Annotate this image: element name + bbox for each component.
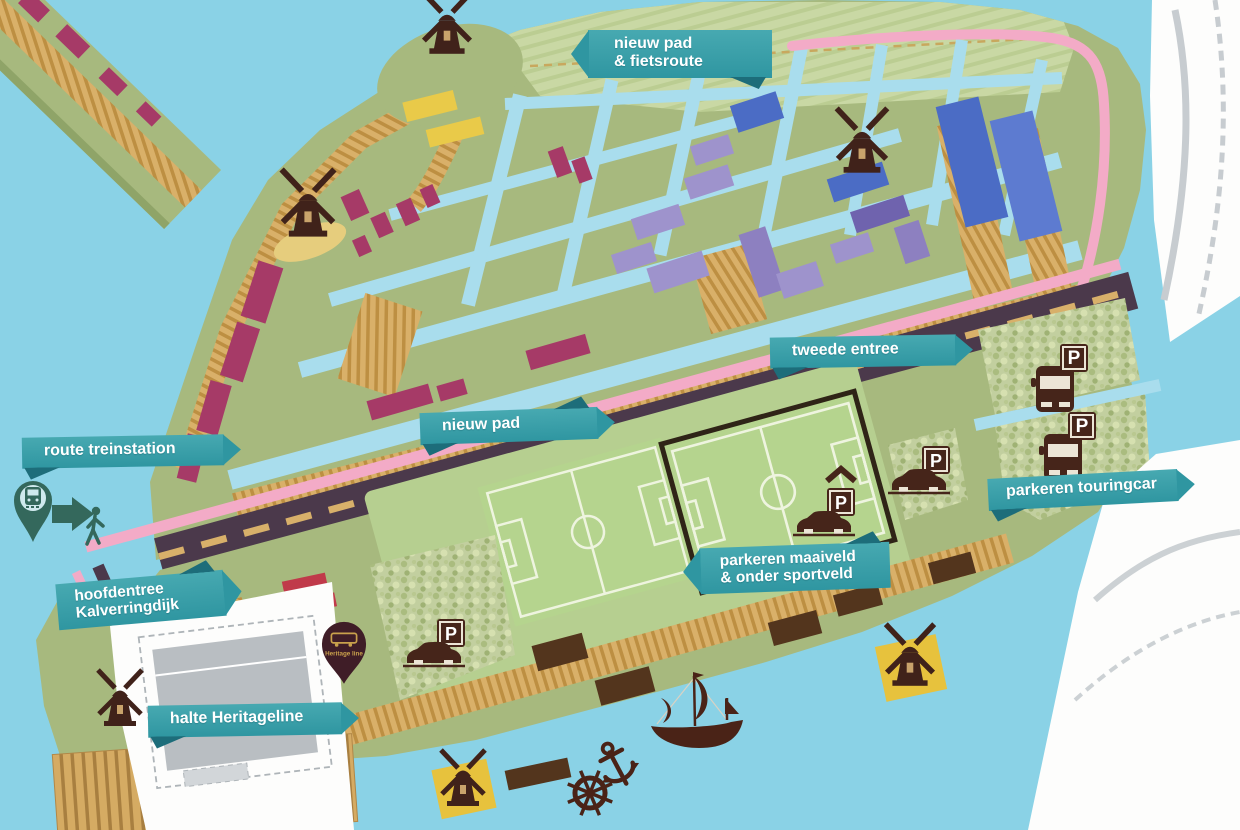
ships-wheel-icon — [567, 770, 613, 816]
windmill-islet — [377, 23, 523, 148]
train-route-marker — [14, 481, 105, 546]
arrow-right-icon — [52, 497, 94, 531]
banner-halte-heritageline: halte Heritageline — [147, 702, 343, 737]
quay-strip-topleft — [0, 0, 222, 229]
river-zaan — [536, 512, 1102, 830]
banner-nieuw-pad-fietsroute: nieuw pad & fietsroute — [571, 30, 772, 89]
banner-text: nieuw pad — [441, 414, 521, 435]
parking-letter: P — [930, 451, 942, 471]
windmill-yard — [273, 222, 347, 262]
anchor-icon — [598, 741, 640, 786]
banner-route-treinstation: route treinstation — [21, 434, 225, 469]
parking-letter: P — [445, 624, 457, 644]
banner-text: parkeren touringcar — [1005, 475, 1158, 501]
banner-text: route treinstation — [43, 440, 176, 460]
pier — [504, 757, 572, 791]
heritage-stop-pin: Heritage line — [321, 621, 367, 684]
banner-parkeren-maaiveld: parkeren maaiveld & onder sportveld — [699, 542, 891, 595]
sports-field-left — [477, 437, 699, 627]
parking-letter: P — [1076, 416, 1089, 437]
parking-letter: P — [835, 493, 847, 513]
banner-text: & fietsroute — [614, 52, 703, 70]
banner-nieuw-pad: nieuw pad — [419, 407, 598, 445]
route-pink-loop — [787, 29, 1110, 305]
train-icon — [25, 487, 41, 508]
white-area-southeast — [1028, 440, 1240, 830]
banner-tweede-entree: tweede entree — [769, 334, 957, 368]
sheds-brown — [531, 551, 977, 706]
ship-icon — [651, 672, 743, 748]
heritage-pin-label: Heritage line — [325, 650, 363, 657]
underground-parking-icon: P — [791, 465, 857, 537]
white-area-east — [1150, 0, 1240, 342]
banner-text: halte Heritageline — [169, 707, 304, 728]
buildings-magenta — [176, 146, 593, 483]
buildings-purple — [610, 134, 931, 299]
buildings-blue — [729, 91, 1063, 242]
pedestrian-icon — [85, 506, 105, 546]
banner-text: tweede entree — [791, 340, 899, 360]
banner-text: nieuw pad — [614, 35, 693, 52]
parking-letter: P — [1068, 348, 1081, 369]
